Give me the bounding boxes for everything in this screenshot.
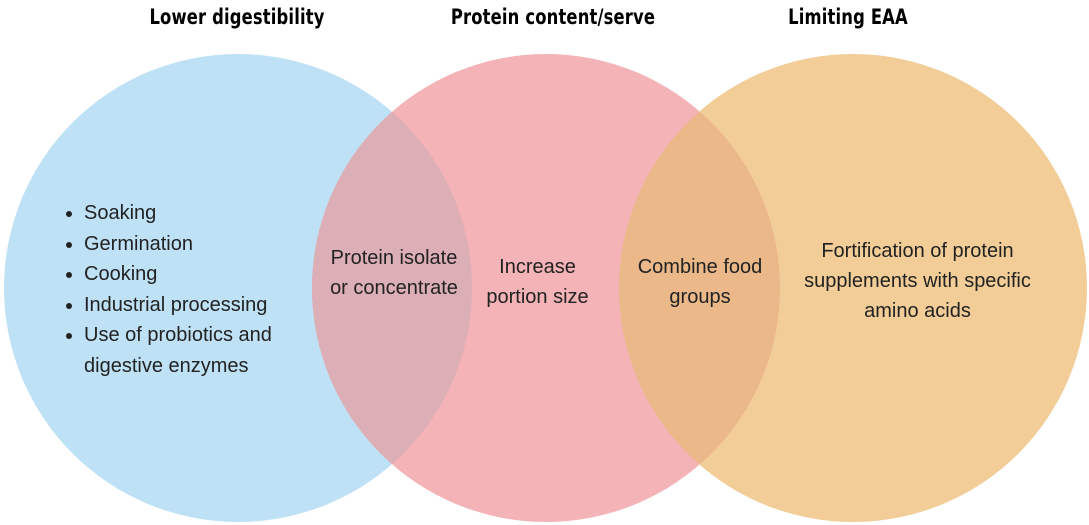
list-item: Use of probiotics and digestive enzymes	[84, 320, 334, 381]
center-region-label: Increase portion size	[486, 256, 589, 308]
heading-limiting-eaa: Limiting EAA	[788, 5, 908, 29]
overlap-center-right-label: Combine food groups	[637, 256, 763, 308]
overlap-center-right	[619, 54, 780, 522]
lower-digestibility-list: Soaking Germination Cooking Industrial p…	[62, 198, 334, 381]
overlap-left-center-label: Protein isolate or concentrate	[330, 247, 458, 299]
right-region-label: Fortification of protein supplements wit…	[804, 240, 1031, 322]
overlap-left-center	[312, 54, 472, 522]
list-item: Soaking	[84, 198, 334, 229]
list-item: Industrial processing	[84, 290, 334, 321]
list-item: Cooking	[84, 259, 334, 290]
list-item: Germination	[84, 229, 334, 260]
heading-protein-content: Protein content/serve	[450, 5, 656, 29]
heading-lower-digestibility: Lower digestibility	[149, 5, 325, 29]
